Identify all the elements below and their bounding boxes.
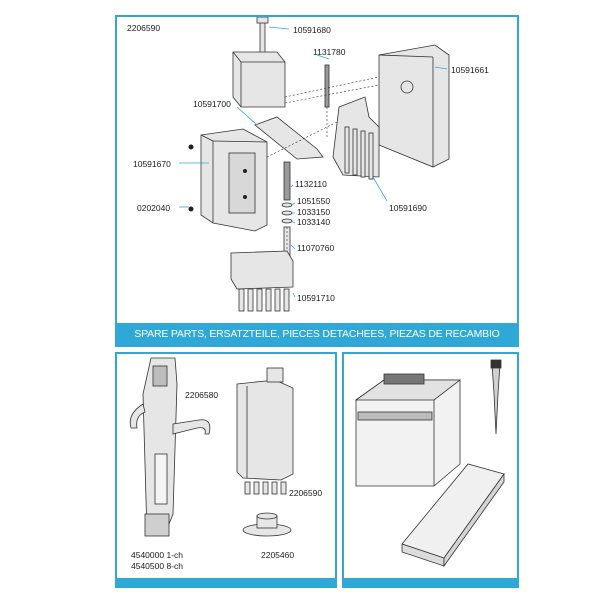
part-label-10591680: 10591680 bbox=[293, 25, 331, 35]
pin-1131780 bbox=[324, 64, 330, 108]
accessories-drawing bbox=[354, 359, 505, 568]
spring bbox=[283, 161, 291, 201]
clip-plate bbox=[254, 116, 324, 160]
pipette-nozzle bbox=[144, 513, 170, 537]
part-label-11070760: 11070760 bbox=[297, 243, 335, 253]
plunger-cap bbox=[256, 17, 269, 24]
pipette-trigger bbox=[129, 403, 146, 429]
accessories-panel bbox=[342, 352, 519, 588]
multichannel-head bbox=[236, 379, 294, 481]
part-label-10591710: 10591710 bbox=[297, 293, 335, 303]
exploded-view-drawing bbox=[179, 17, 450, 312]
plunger-block bbox=[232, 51, 286, 108]
part-label-10591661: 10591661 bbox=[451, 65, 489, 75]
part-label-1131780: 1131780 bbox=[313, 47, 346, 57]
part-label-1033150: 1033150 bbox=[297, 207, 331, 217]
part-label-0202040: 0202040 bbox=[137, 203, 171, 213]
spare-parts-banner: SPARE PARTS, ERSATZTEILE, PIECES DETACHE… bbox=[117, 323, 517, 345]
product-label-2206580: 2206580 bbox=[185, 390, 219, 400]
figure-ref-2206590: 2206590 bbox=[127, 23, 161, 33]
part-label-10591670: 10591670 bbox=[133, 159, 171, 169]
model-label-8ch: 4540500 8-ch bbox=[131, 561, 183, 571]
nozzle-manifold bbox=[230, 250, 294, 290]
pipette-drawing bbox=[129, 357, 294, 537]
part-label-1132110: 1132110 bbox=[295, 179, 327, 189]
part-label-1033140: 1033140 bbox=[297, 217, 331, 227]
accent-bar bbox=[117, 578, 335, 586]
pipette-tip bbox=[491, 363, 501, 435]
model-label-1ch: 4540000 1-ch bbox=[131, 550, 183, 560]
part-label-10591700: 10591700 bbox=[193, 99, 231, 109]
part-label-1051550: 1051550 bbox=[297, 196, 331, 206]
back-housing bbox=[378, 44, 450, 168]
part-label-10591690: 10591690 bbox=[389, 203, 427, 213]
product-label-2205460: 2205460 bbox=[261, 550, 295, 560]
product-label-2206590: 2206590 bbox=[289, 488, 323, 498]
accent-bar-right bbox=[344, 578, 517, 586]
spare-parts-diagram-panel: 2206590 10591680 1131780 10591661 105917… bbox=[115, 15, 519, 347]
pipette-products-panel: 2206580 2206590 2205460 4540000 1-ch 454… bbox=[115, 352, 337, 588]
pipette-handle bbox=[172, 419, 211, 435]
